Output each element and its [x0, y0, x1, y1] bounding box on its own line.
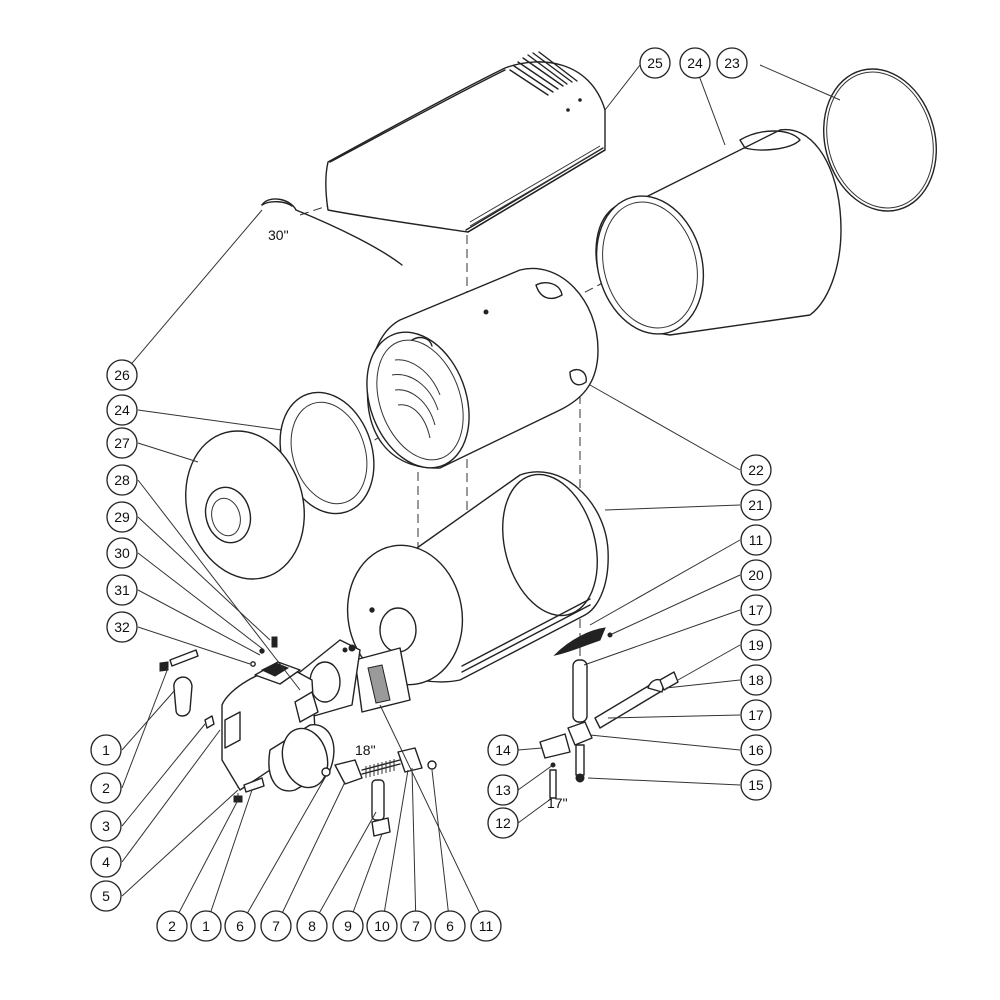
callout-18: 18 [740, 664, 772, 696]
callout-20: 20 [740, 559, 772, 591]
svg-text:19: 19 [748, 637, 764, 653]
callout-14: 14 [487, 734, 519, 766]
svg-text:2: 2 [102, 780, 110, 796]
callout-30: 30 [106, 537, 138, 569]
callout-16: 16 [740, 734, 772, 766]
svg-text:8: 8 [308, 918, 316, 934]
callout-13: 13 [487, 774, 519, 806]
svg-text:25: 25 [647, 55, 663, 71]
svg-text:11: 11 [479, 918, 494, 934]
callout-11-bottom: 11 [470, 910, 502, 942]
callout-1-left: 1 [90, 734, 122, 766]
cord-length-label: 30" [268, 227, 289, 243]
hose-length-label: 18" [355, 742, 376, 758]
callout-21: 21 [740, 489, 772, 521]
part-27-front-plate [185, 430, 305, 580]
callout-23: 23 [716, 47, 748, 79]
svg-text:1: 1 [102, 742, 110, 758]
callout-15: 15 [740, 769, 772, 801]
svg-text:2: 2 [168, 918, 176, 934]
callout-24-top: 24 [679, 47, 711, 79]
part-22-inner-casing [366, 267, 599, 469]
svg-text:28: 28 [114, 472, 130, 488]
callout-27: 27 [106, 427, 138, 459]
svg-text:1: 1 [202, 918, 210, 934]
callout-22: 22 [740, 454, 772, 486]
callout-6-left: 6 [224, 910, 256, 942]
part-24-outer-cylinder [595, 128, 842, 336]
svg-text:10: 10 [374, 918, 390, 934]
svg-text:5: 5 [102, 888, 110, 904]
callout-31: 31 [106, 574, 138, 606]
tube-length-label: 17" [547, 795, 568, 811]
left-hardware [159, 649, 265, 803]
callout-3: 3 [90, 810, 122, 842]
svg-text:31: 31 [114, 582, 130, 598]
callout-1-bottom: 1 [190, 910, 222, 942]
svg-text:7: 7 [412, 918, 420, 934]
callout-24-left: 24 [106, 394, 138, 426]
svg-text:6: 6 [446, 918, 454, 934]
svg-text:16: 16 [748, 742, 764, 758]
svg-text:17: 17 [748, 602, 764, 618]
callout-26: 26 [106, 359, 138, 391]
svg-text:27: 27 [114, 435, 130, 451]
callout-11-right: 11 [740, 524, 772, 556]
callout-17-bottom: 17 [740, 699, 772, 731]
callout-25: 25 [639, 47, 671, 79]
callout-29: 29 [106, 501, 138, 533]
callout-2-bottom: 2 [156, 910, 188, 942]
callout-9: 9 [332, 910, 364, 942]
svg-text:17: 17 [748, 707, 764, 723]
svg-text:21: 21 [748, 497, 764, 513]
small-hardware [250, 636, 278, 667]
part-11-bracket-left [354, 647, 411, 713]
callout-19: 19 [740, 629, 772, 661]
svg-text:18: 18 [748, 672, 764, 688]
hose-assembly [321, 747, 437, 837]
callout-7-left: 7 [260, 910, 292, 942]
svg-text:11: 11 [749, 532, 764, 548]
part-26-cord [261, 198, 403, 266]
callout-17-top: 17 [740, 594, 772, 626]
part-5-motor-assembly [221, 661, 335, 792]
part-20-bracket [553, 627, 613, 656]
svg-text:15: 15 [748, 777, 764, 793]
svg-text:3: 3 [102, 818, 110, 834]
callout-10: 10 [366, 910, 398, 942]
svg-text:12: 12 [495, 815, 511, 831]
svg-text:6: 6 [236, 918, 244, 934]
callout-7-right: 7 [400, 910, 432, 942]
part-23-end-disc [823, 68, 937, 212]
part-21-base-frame [346, 471, 609, 686]
part-25-top-shroud [325, 51, 606, 233]
svg-text:4: 4 [102, 854, 110, 870]
callout-5: 5 [90, 880, 122, 912]
callout-12: 12 [487, 807, 519, 839]
svg-text:29: 29 [114, 509, 130, 525]
callout-4: 4 [90, 846, 122, 878]
svg-text:26: 26 [114, 367, 130, 383]
svg-text:32: 32 [114, 619, 130, 635]
svg-text:22: 22 [748, 462, 764, 478]
svg-text:23: 23 [724, 55, 740, 71]
callout-28: 28 [106, 464, 138, 496]
leader-lines [121, 64, 841, 927]
vent-slots [509, 51, 578, 96]
svg-text:20: 20 [748, 567, 764, 583]
svg-text:13: 13 [495, 782, 511, 798]
svg-text:9: 9 [344, 918, 352, 934]
svg-text:24: 24 [687, 55, 703, 71]
callout-8: 8 [296, 910, 328, 942]
svg-text:24: 24 [114, 402, 130, 418]
svg-text:7: 7 [272, 918, 280, 934]
callout-6-right: 6 [434, 910, 466, 942]
callouts: 25 24 23 26 24 27 28 29 30 31 32 22 21 1… [90, 47, 772, 942]
svg-text:14: 14 [495, 742, 511, 758]
fuel-fittings [539, 659, 679, 799]
svg-text:30: 30 [114, 545, 130, 561]
callout-2-left: 2 [90, 772, 122, 804]
callout-32: 32 [106, 611, 138, 643]
